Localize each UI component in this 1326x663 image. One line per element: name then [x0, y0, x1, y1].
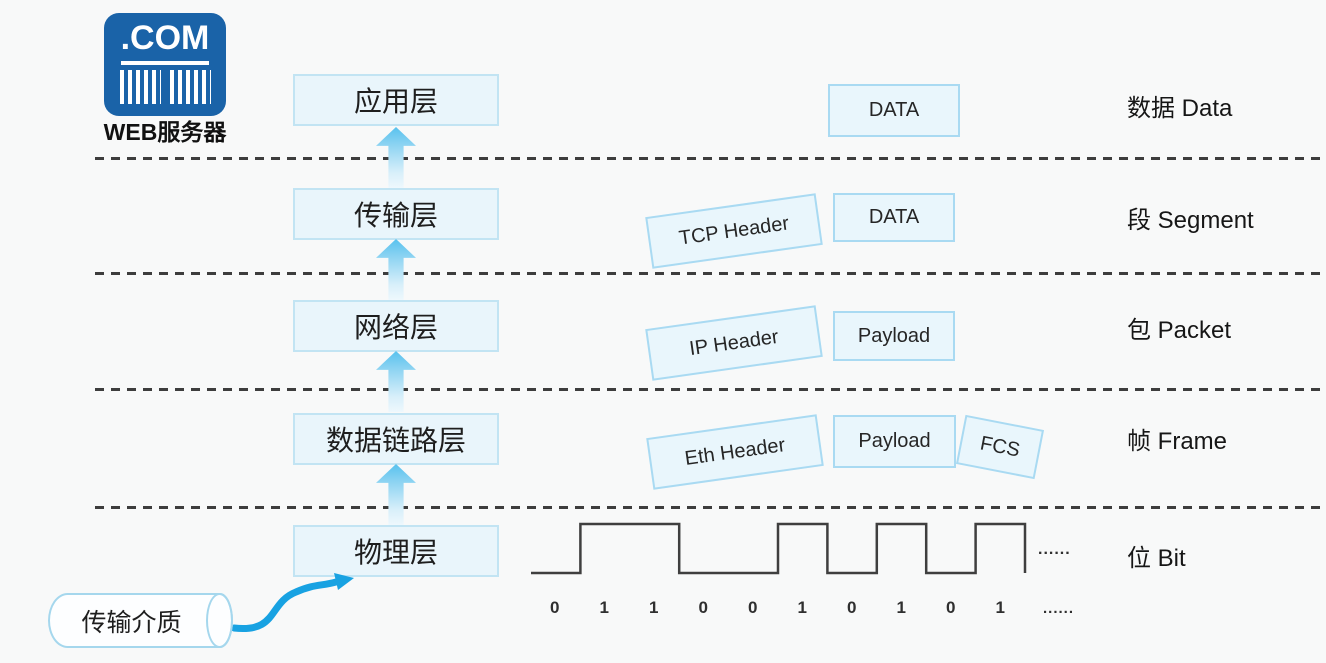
separator-line-4: [95, 506, 1326, 509]
layer-label-transport: 传输层: [353, 200, 438, 231]
transmission-medium: 传输介质: [48, 593, 233, 648]
bits-ellipsis: ......: [1043, 600, 1075, 617]
pdu-box-data-transport: DATA: [833, 193, 955, 242]
layer-box-network: 网络层: [293, 300, 499, 352]
pdu-box-fcs: FCS: [955, 414, 1045, 480]
separator-line-2: [95, 272, 1326, 275]
unit-label-packet: 包 Packet: [1127, 317, 1232, 344]
unit-label-frame: 帧 Frame: [1127, 428, 1228, 455]
unit-label-bit: 位 Bit: [1127, 545, 1186, 572]
bit-digit: 1: [797, 598, 807, 617]
pdu-label: IP Header: [687, 325, 780, 360]
layer-label-network: 网络层: [353, 312, 438, 343]
medium-arrow-curve: [230, 578, 340, 633]
pdu-box-tcp-header: TCP Header: [645, 193, 823, 269]
bit-digit: 1: [995, 598, 1005, 617]
bit-digit: 0: [847, 598, 857, 617]
pdu-label: Payload: [857, 324, 931, 347]
pdu-label: Payload: [858, 430, 931, 452]
layer-box-application: 应用层: [293, 74, 499, 126]
bit-digit: 0: [550, 598, 560, 617]
layer-label-datalink: 数据链路层: [325, 425, 466, 456]
pdu-box-payload-network: Payload: [833, 311, 955, 361]
pdu-label: TCP Header: [677, 211, 791, 250]
pdu-label: DATA: [868, 99, 920, 121]
layer-box-transport: 传输层: [293, 188, 499, 240]
unit-label-segment: 段 Segment: [1127, 207, 1254, 234]
bit-digit: 0: [748, 598, 758, 617]
layer-label-application: 应用层: [353, 86, 438, 117]
transmission-medium-label: 传输介质: [81, 608, 182, 637]
bit-digit: 0: [946, 598, 956, 617]
wave-ellipsis: ......: [1038, 541, 1071, 558]
unit-label-data: 数据 Data: [1127, 95, 1233, 122]
bit-waveform: [531, 522, 1027, 575]
layer-box-datalink: 数据链路层: [293, 413, 499, 465]
separator-line-1: [95, 157, 1326, 160]
layer-label-physical: 物理层: [353, 537, 438, 568]
pdu-box-ip-header: IP Header: [645, 305, 823, 381]
barcode-icon: [104, 70, 226, 104]
pdu-label: DATA: [868, 206, 920, 228]
pdu-box-data-application: DATA: [828, 84, 960, 137]
bit-digit: 1: [599, 598, 609, 617]
pdu-label: Eth Header: [683, 433, 787, 470]
separator-line-3: [95, 388, 1326, 391]
up-arrow-icon-4: [376, 464, 416, 525]
pdu-label: FCS: [978, 431, 1022, 462]
cylinder-end-cap-icon: [206, 593, 233, 648]
bit-digits-row: 0 1 1 0 0 1 0 1 0 1: [530, 598, 1025, 620]
com-icon-text: .COM: [120, 19, 210, 57]
up-arrow-icon-2: [376, 239, 416, 300]
web-server-icon: .COM: [104, 13, 226, 116]
bit-digit: 1: [649, 598, 659, 617]
layer-box-physical: 物理层: [293, 525, 499, 577]
up-arrow-icon-3: [376, 351, 416, 412]
pdu-box-payload-datalink: Payload: [833, 415, 956, 468]
bit-digit: 1: [896, 598, 906, 617]
pdu-box-eth-header: Eth Header: [646, 414, 824, 490]
bit-digit: 0: [698, 598, 708, 617]
barcode-rule: [121, 61, 209, 65]
web-server-label: WEB服务器: [103, 119, 227, 145]
